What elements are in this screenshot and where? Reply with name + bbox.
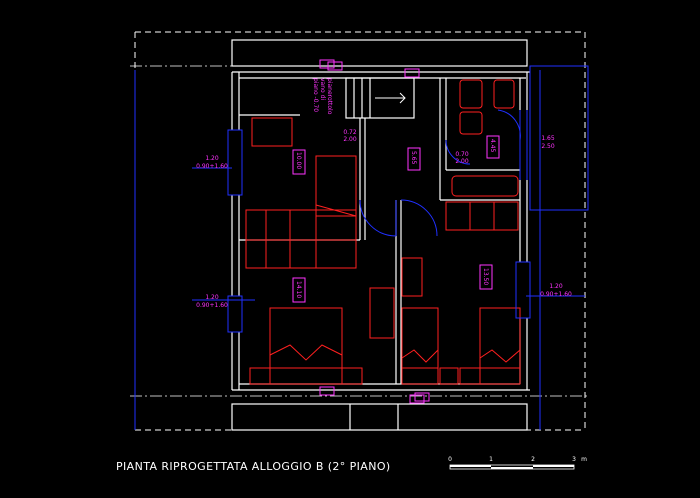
openings xyxy=(192,65,589,333)
window-left-bottom-height: 0.90+1.60 xyxy=(196,302,228,309)
area-bath-value: 4.45 xyxy=(489,139,496,153)
stair-note: piano -0.70 vano di pianerottolo xyxy=(312,78,333,115)
area-hall: 5.65 xyxy=(407,147,421,171)
room-label-boxes xyxy=(319,59,430,404)
window-right-bottom-width: 1.20 xyxy=(549,283,563,290)
scale-bar: 0 1 2 3 m xyxy=(448,456,587,470)
scale-tick-3: 3 xyxy=(572,456,576,463)
blue-axes xyxy=(134,70,541,430)
scale-tick-2: 2 xyxy=(531,456,535,463)
opening-marker xyxy=(404,68,420,78)
balcony-height: 2.50 xyxy=(541,143,555,150)
stair-arrow xyxy=(375,92,406,104)
window-left-top-height: 0.90+1.60 xyxy=(196,163,228,170)
scale-tick-0: 0 xyxy=(448,456,452,463)
furniture xyxy=(245,79,521,385)
opening-marker xyxy=(414,392,430,402)
stair-note-line-3: pianerottolo xyxy=(326,78,333,115)
opening-marker xyxy=(327,61,343,71)
window-right-bottom-height: 0.90+1.60 xyxy=(540,291,572,298)
area-room-bottom-left: 14.10 xyxy=(292,277,306,303)
area-room-right: 13.50 xyxy=(479,264,493,290)
door-bath-height: 2.00 xyxy=(455,158,469,165)
scale-tick-1: 1 xyxy=(489,456,493,463)
window-left-bottom-width: 1.20 xyxy=(205,294,219,301)
drawing-title: PIANTA RIPROGETTATA ALLOGGIO B (2° PIANO… xyxy=(116,460,391,473)
window-left-top-width: 1.20 xyxy=(205,155,219,162)
annotations: 1.20 0.90+1.60 1.20 0.90+1.60 1.20 0.90+… xyxy=(196,129,572,309)
door-hall-width: 0.72 xyxy=(343,129,357,136)
opening-marker xyxy=(409,394,425,404)
area-room-bottom-left-value: 14.10 xyxy=(295,281,302,298)
area-room-top-left-value: 10.00 xyxy=(295,152,302,169)
area-room-top-left: 10.00 xyxy=(292,149,306,175)
opening-marker xyxy=(319,386,335,396)
balcony-width: 1.65 xyxy=(541,135,555,142)
stair-note-line-2: vano di xyxy=(319,78,326,100)
opening-marker xyxy=(319,59,335,69)
scale-unit: m xyxy=(581,456,587,463)
door-hall-height: 2.00 xyxy=(343,136,357,143)
door-bath-width: 0.70 xyxy=(455,151,469,158)
area-room-right-value: 13.50 xyxy=(482,268,489,285)
area-hall-value: 5.65 xyxy=(410,151,417,165)
area-bath: 4.45 xyxy=(486,135,500,159)
stair-note-line-1: piano -0.70 xyxy=(312,78,319,112)
